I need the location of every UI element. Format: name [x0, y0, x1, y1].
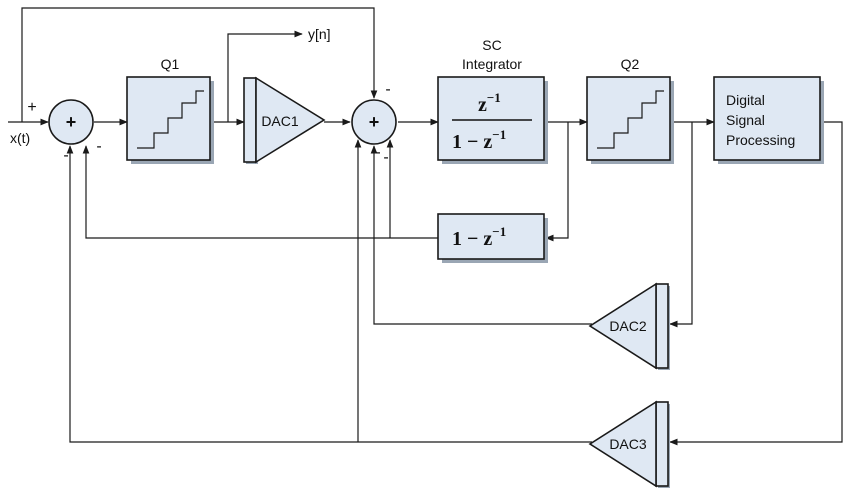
quantizer-q1: Q1 — [126, 56, 214, 164]
integrator-numerator: z−1 — [478, 90, 501, 116]
dsp-line-2: Signal — [726, 112, 765, 128]
sc-integrator: SC Integrator z−1 1 − z−1 — [437, 37, 548, 164]
dac3-label: DAC3 — [609, 436, 647, 452]
q1-label: Q1 — [161, 56, 180, 72]
q1-staircase-icon — [137, 90, 204, 149]
wire-filter-sum1 — [82, 145, 438, 239]
summer-1-sign-input: + — [27, 99, 36, 116]
wire-yn — [227, 30, 303, 122]
summer-1-sign-dac3: - — [63, 147, 68, 164]
integrator-title-1: SC — [482, 37, 501, 53]
summer-2-symbol: + — [369, 112, 380, 132]
input-label: x(t) — [10, 130, 30, 146]
summer-1-symbol: + — [66, 112, 77, 132]
quantizer-q2: Q2 — [586, 56, 674, 164]
dsp-block: Digital Signal Processing — [713, 76, 824, 164]
summer-2-sign-top: - — [385, 81, 390, 98]
q2-label: Q2 — [621, 56, 640, 72]
summer-1: + + - - — [27, 99, 101, 164]
dsp-line-1: Digital — [726, 92, 765, 108]
dac1: DAC1 — [243, 76, 326, 164]
summer-2-sign-dac: - — [375, 144, 380, 161]
dsp-line-3: Processing — [726, 132, 795, 148]
feedback-filter-expr: 1 − z−1 — [452, 224, 506, 250]
output-label: y[n] — [308, 26, 331, 42]
summer-1-sign-filter: - — [96, 138, 101, 155]
wire-feedforward — [21, 7, 378, 122]
wire-q2-dac2 — [669, 122, 693, 328]
summer-2: + - - - — [351, 81, 397, 166]
feedback-filter: 1 − z−1 — [437, 213, 548, 263]
dac2: DAC2 — [588, 282, 670, 370]
dac2-label: DAC2 — [609, 318, 647, 334]
wire-dac2-sum2 — [370, 145, 592, 325]
dac3: DAC3 — [588, 400, 670, 488]
wire-dsp-dac3 — [669, 121, 843, 446]
integrator-denominator: 1 − z−1 — [452, 127, 506, 153]
q2-staircase-icon — [597, 90, 664, 149]
integrator-title-2: Integrator — [462, 56, 522, 72]
summer-2-sign-filter: - — [383, 149, 388, 166]
wire-int-filter — [545, 122, 569, 242]
signal-wires — [8, 7, 843, 446]
dac1-label: DAC1 — [261, 113, 299, 129]
wire-dac3-sum1 — [66, 145, 592, 443]
